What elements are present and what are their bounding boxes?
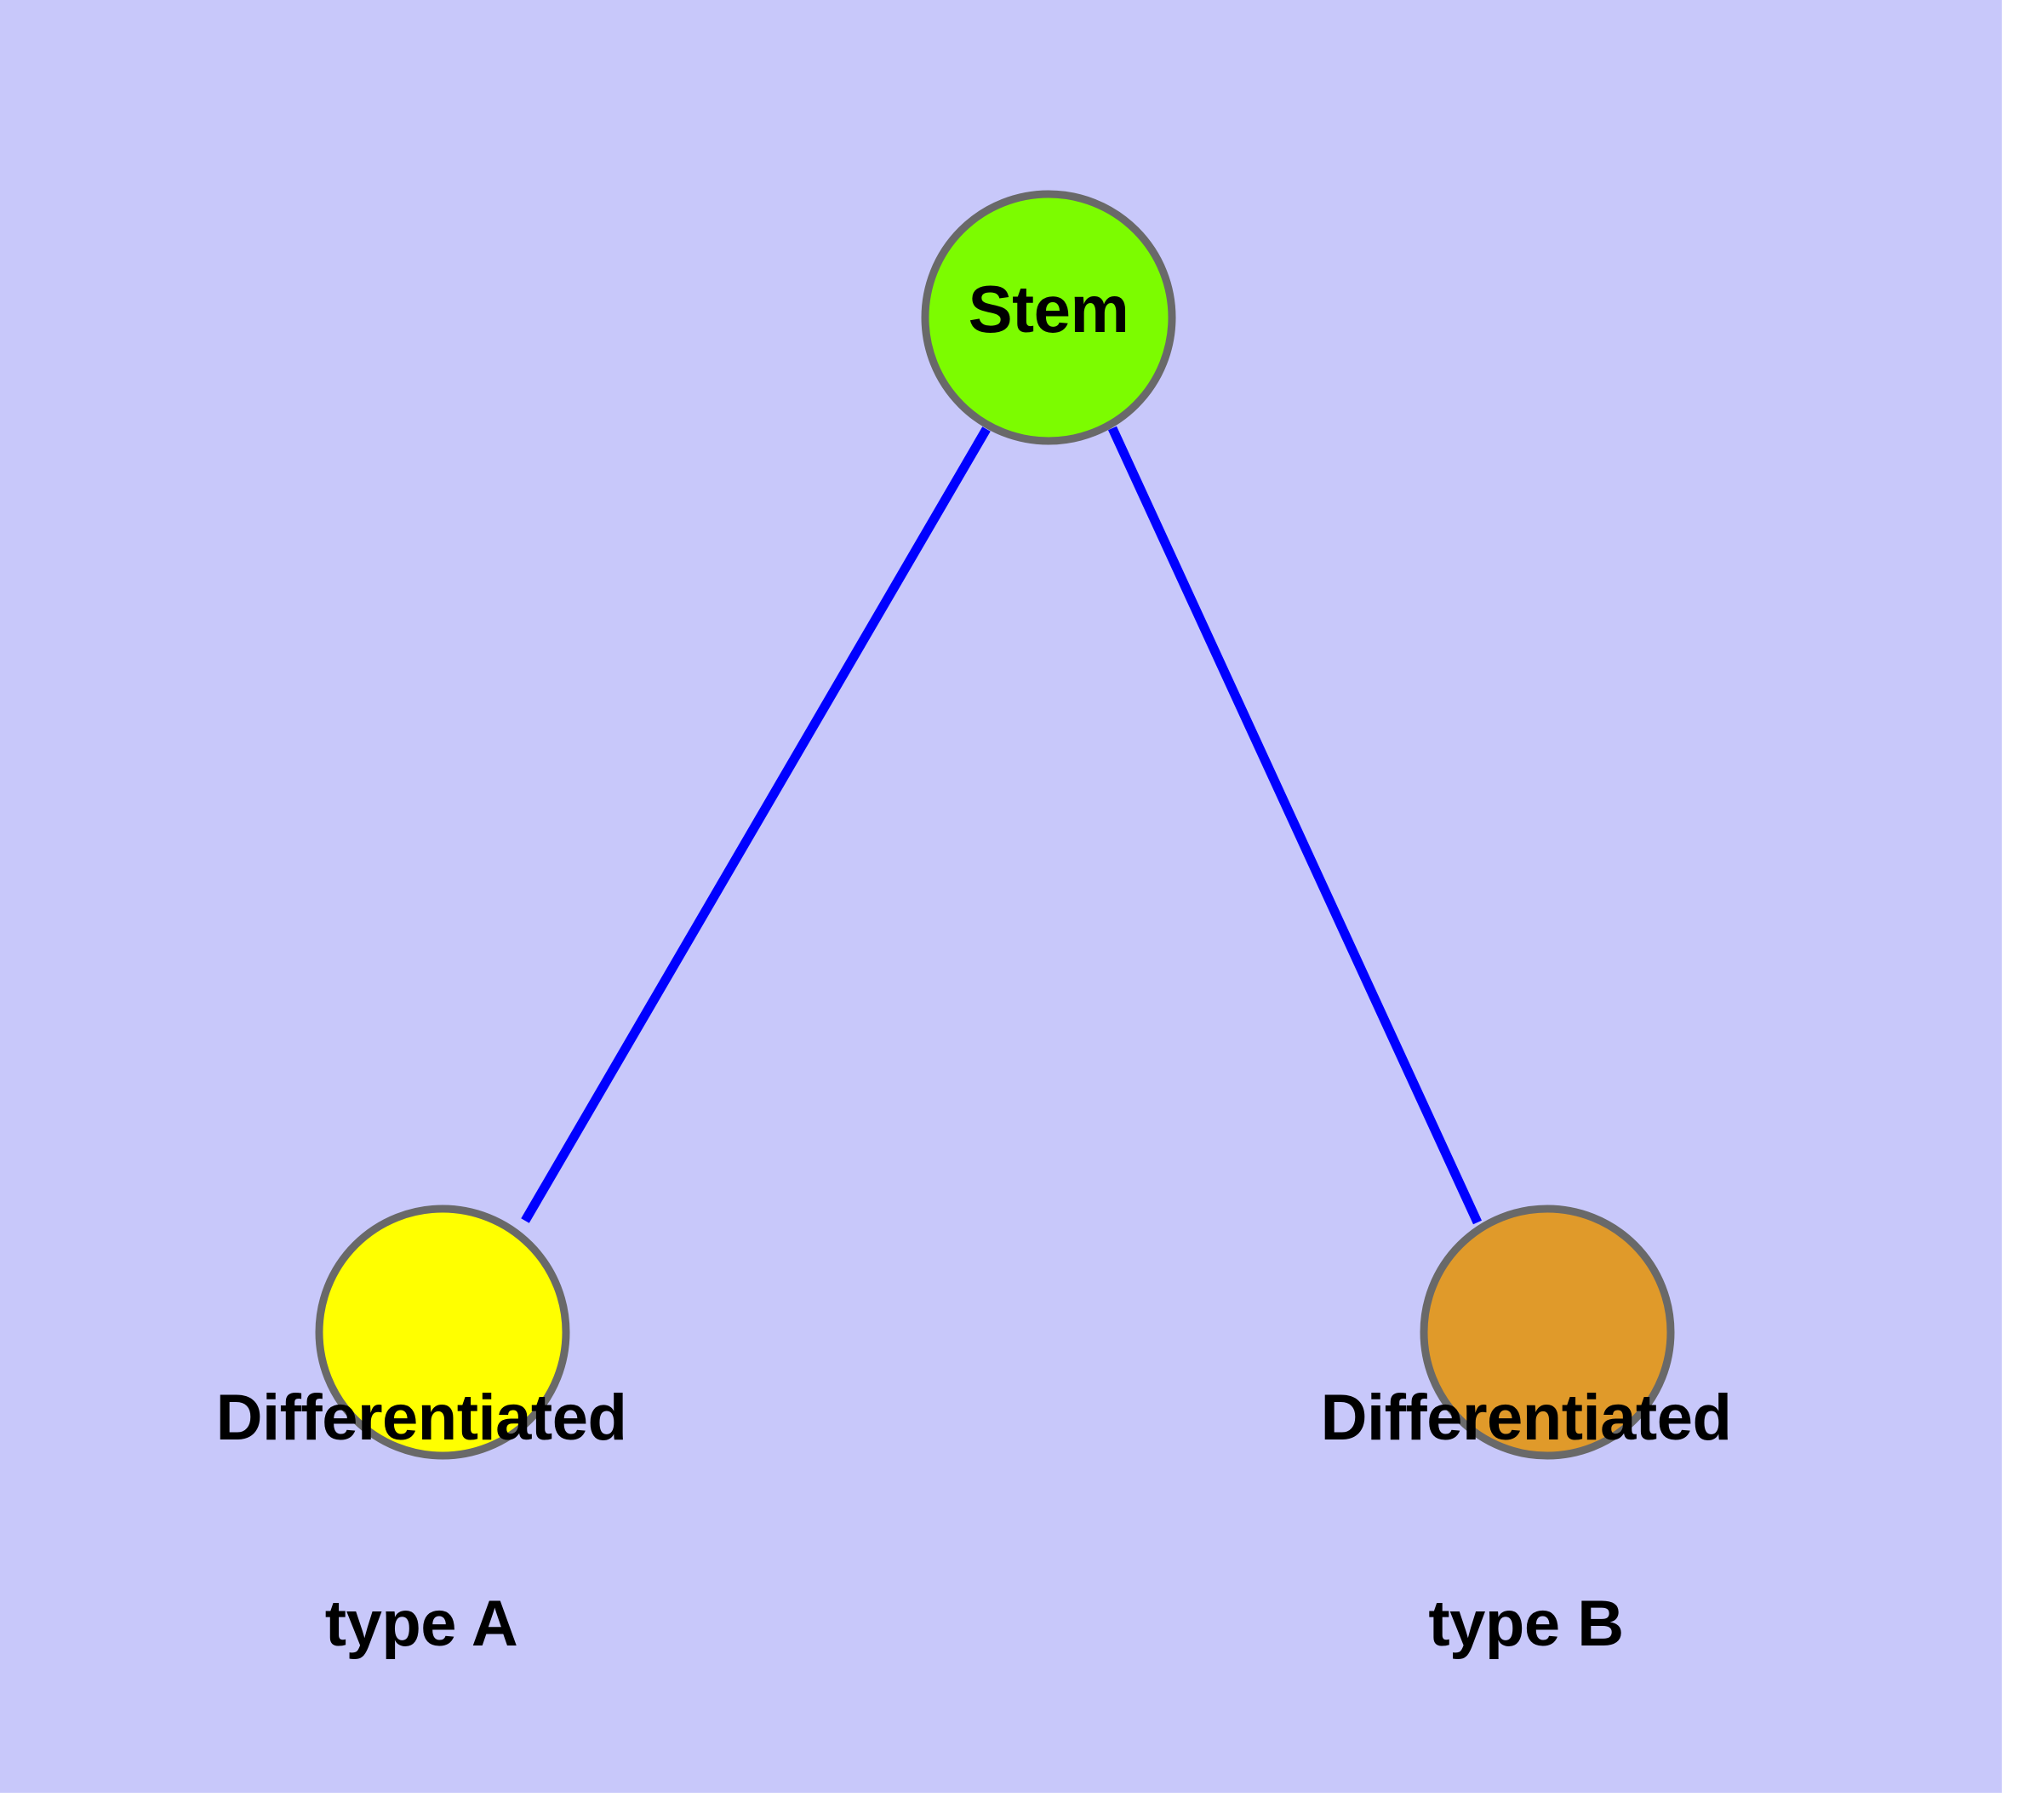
node-circle-diff-a[interactable]	[315, 1205, 570, 1460]
edge-stem-to-differentiated-type-b	[1108, 426, 1482, 1225]
edge-layer	[521, 426, 1482, 1225]
node-circle-stem[interactable]	[921, 190, 1176, 445]
node-layer	[315, 190, 1675, 1460]
edge-stem-to-differentiated-type-a	[521, 426, 991, 1223]
node-circle-diff-b[interactable]	[1420, 1205, 1675, 1460]
